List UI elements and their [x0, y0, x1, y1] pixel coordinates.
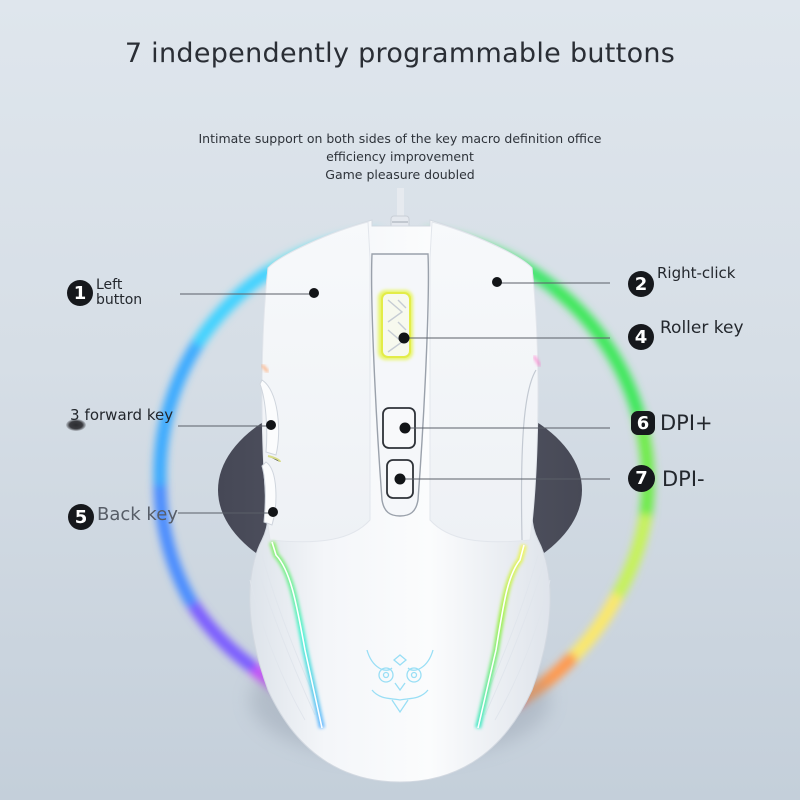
callout-badge-5: 5 [68, 504, 94, 530]
callout-badge-3: 3 [70, 406, 80, 424]
callout-roller-key: 4 Roller key [628, 318, 744, 350]
subtitle: Intimate support on both sides of the ke… [0, 130, 800, 184]
smudge-mark [66, 419, 86, 431]
callout-dpi-minus: 7 DPI- [628, 465, 705, 492]
callout-label-roller-key: Roller key [660, 318, 744, 338]
right-button [429, 221, 539, 543]
callout-label-forward-key: forward key [84, 406, 174, 424]
callout-dots [266, 277, 502, 517]
callout-label-line-2: button [96, 292, 143, 308]
callout-label-line-1: Left [96, 277, 123, 293]
callout-badge-4: 4 [628, 324, 654, 350]
side-forward-button [259, 379, 280, 456]
callout-badge-2: 2 [628, 271, 654, 297]
subtitle-line-1: Intimate support on both sides of the ke… [198, 131, 602, 146]
callout-label-dpi-minus: DPI- [662, 466, 705, 491]
callout-badge-6: 6 [631, 411, 655, 435]
leader-lines [178, 282, 610, 514]
callout-back-key: 5 Back key [68, 498, 178, 530]
callout-label-dpi-plus: DPI+ [660, 411, 713, 435]
callout-label-right-click: Right-click [657, 264, 736, 282]
callout-label-back-key: Back key [97, 503, 178, 525]
owl-logo-icon [366, 649, 434, 714]
callout-forward-key: 3 forward key [70, 406, 173, 424]
left-button [261, 221, 371, 543]
callout-badge-1: 1 [67, 280, 93, 306]
scroll-wheel [378, 290, 413, 360]
callout-label-left-button: Left button [96, 278, 142, 308]
side-texture [249, 554, 551, 721]
callout-right-click: 2 Right-click [628, 264, 735, 297]
callout-badge-7: 7 [628, 465, 655, 492]
callout-left-button: 1 Left button [67, 278, 142, 308]
page-title: 7 independently programmable buttons [124, 38, 676, 69]
subtitle-line-3: Game pleasure doubled [325, 167, 475, 182]
callout-dpi-plus: 6 DPI+ [631, 411, 713, 435]
subtitle-line-2: efficiency improvement [326, 149, 474, 164]
